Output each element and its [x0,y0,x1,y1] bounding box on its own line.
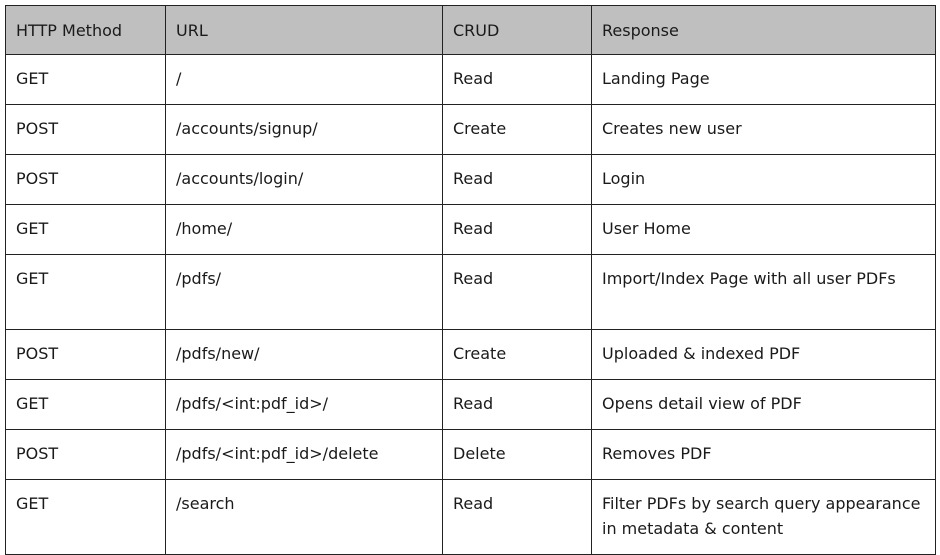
cell-crud: Read [442,54,592,105]
cell-response: Login [591,154,936,205]
header-url: URL [165,5,443,55]
table-row: GET /search Read Filter PDFs by search q… [5,479,936,555]
cell-response: Filter PDFs by search query appearance i… [591,479,936,555]
cell-url: /accounts/signup/ [165,104,443,155]
table-body: GET / Read Landing Page POST /accounts/s… [5,54,936,555]
cell-response: Uploaded & indexed PDF [591,329,936,380]
table-row: GET /pdfs/<int:pdf_id>/ Read Opens detai… [5,379,936,430]
cell-response: Creates new user [591,104,936,155]
table-header: HTTP Method URL CRUD Response [5,5,936,55]
cell-url: /search [165,479,443,555]
table-row: POST /pdfs/new/ Create Uploaded & indexe… [5,329,936,380]
cell-crud: Read [442,379,592,430]
cell-method: GET [5,254,166,330]
cell-url: / [165,54,443,105]
cell-url: /pdfs/new/ [165,329,443,380]
cell-response: Opens detail view of PDF [591,379,936,430]
cell-url: /accounts/login/ [165,154,443,205]
cell-response: Landing Page [591,54,936,105]
cell-method: POST [5,104,166,155]
table-row: GET /home/ Read User Home [5,204,936,255]
cell-method: GET [5,479,166,555]
table-row: POST /accounts/signup/ Create Creates ne… [5,104,936,155]
cell-crud: Read [442,154,592,205]
cell-crud: Create [442,329,592,380]
cell-crud: Read [442,204,592,255]
cell-crud: Read [442,254,592,330]
cell-crud: Create [442,104,592,155]
header-http-method: HTTP Method [5,5,166,55]
table-row: GET /pdfs/ Read Import/Index Page with a… [5,254,936,330]
cell-method: POST [5,429,166,480]
table-row: POST /pdfs/<int:pdf_id>/delete Delete Re… [5,429,936,480]
header-response: Response [591,5,936,55]
cell-method: GET [5,204,166,255]
cell-crud: Delete [442,429,592,480]
cell-response: Import/Index Page with all user PDFs [591,254,936,330]
table-row: POST /accounts/login/ Read Login [5,154,936,205]
cell-method: GET [5,379,166,430]
cell-crud: Read [442,479,592,555]
cell-method: POST [5,329,166,380]
cell-method: POST [5,154,166,205]
routes-table: HTTP Method URL CRUD Response GET / Read… [5,5,936,555]
cell-url: /home/ [165,204,443,255]
cell-response: User Home [591,204,936,255]
table-row: GET / Read Landing Page [5,54,936,105]
cell-url: /pdfs/<int:pdf_id>/ [165,379,443,430]
cell-response: Removes PDF [591,429,936,480]
cell-method: GET [5,54,166,105]
header-row: HTTP Method URL CRUD Response [5,5,936,55]
cell-url: /pdfs/<int:pdf_id>/delete [165,429,443,480]
header-crud: CRUD [442,5,592,55]
cell-url: /pdfs/ [165,254,443,330]
